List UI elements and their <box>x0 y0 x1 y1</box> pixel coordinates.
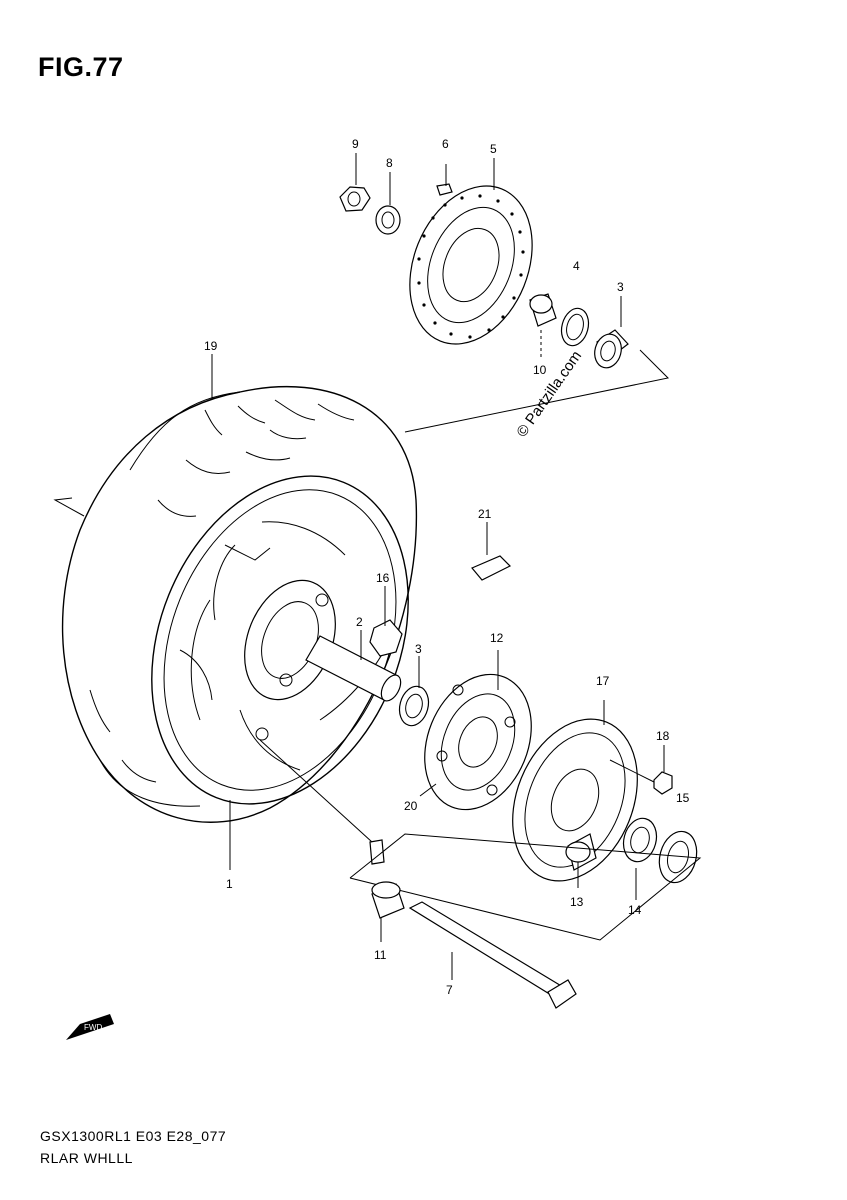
callout-14: 14 <box>628 903 642 917</box>
part-5-brake-disc[interactable] <box>387 168 554 363</box>
callout-19: 19 <box>204 339 218 353</box>
part-20-stud[interactable] <box>419 783 437 797</box>
part-16-damper[interactable] <box>369 619 403 657</box>
callout-12: 12 <box>490 631 504 645</box>
part-18-nut[interactable] <box>609 745 673 795</box>
callout-20: 20 <box>404 799 418 813</box>
callout-8: 8 <box>386 156 393 170</box>
part-17-sprocket[interactable] <box>490 700 660 900</box>
callout-17: 17 <box>596 674 610 688</box>
callout-2: 2 <box>356 615 363 629</box>
part-7-axle[interactable] <box>408 901 577 1009</box>
footer-model-code: GSX1300RL1 E03 E28_077 <box>40 1128 227 1144</box>
part-15-seal[interactable] <box>654 827 702 887</box>
callout-13: 13 <box>570 895 584 909</box>
part-19-tire[interactable] <box>53 385 418 823</box>
callout-3-lower: 3 <box>415 642 422 656</box>
part-2-spacer[interactable] <box>305 635 405 704</box>
callout-15: 15 <box>676 791 690 805</box>
footer-figure-name: RLAR WHLLL <box>40 1150 133 1166</box>
part-21-balance-weight[interactable] <box>471 522 512 581</box>
part-6-bolt[interactable] <box>436 164 453 196</box>
part-8-washer[interactable] <box>375 205 401 235</box>
callout-9: 9 <box>352 137 359 151</box>
fwd-label: FWD <box>84 1023 102 1032</box>
watermark: © Partzilla.com <box>513 348 585 441</box>
part-3-bearing-lower[interactable] <box>395 683 432 729</box>
part-9-nut[interactable] <box>339 186 371 212</box>
callout-16: 16 <box>376 571 390 585</box>
part-10-collar[interactable] <box>529 293 557 358</box>
callout-18: 18 <box>656 729 670 743</box>
figure-title: FIG.77 <box>38 52 124 82</box>
callout-3-top: 3 <box>617 280 624 294</box>
part-12-sprocket-drum[interactable] <box>405 650 550 826</box>
part-valve-bolt[interactable] <box>259 739 385 865</box>
callout-21: 21 <box>478 507 492 521</box>
callout-6: 6 <box>442 137 449 151</box>
part-3-bearing-top[interactable] <box>591 296 629 371</box>
callout-10: 10 <box>533 363 547 377</box>
callout-11: 11 <box>374 948 387 962</box>
part-13-collar[interactable] <box>565 833 597 888</box>
callout-4: 4 <box>573 259 580 273</box>
callout-5: 5 <box>490 142 497 156</box>
part-1-wheel[interactable] <box>105 437 455 842</box>
part-11-collar[interactable] <box>371 881 405 942</box>
brake-disc-group <box>339 153 670 433</box>
callout-1: 1 <box>226 877 233 891</box>
fwd-arrow-icon: FWD <box>66 1014 114 1040</box>
part-4-seal[interactable] <box>558 305 593 348</box>
callout-7: 7 <box>446 983 453 997</box>
